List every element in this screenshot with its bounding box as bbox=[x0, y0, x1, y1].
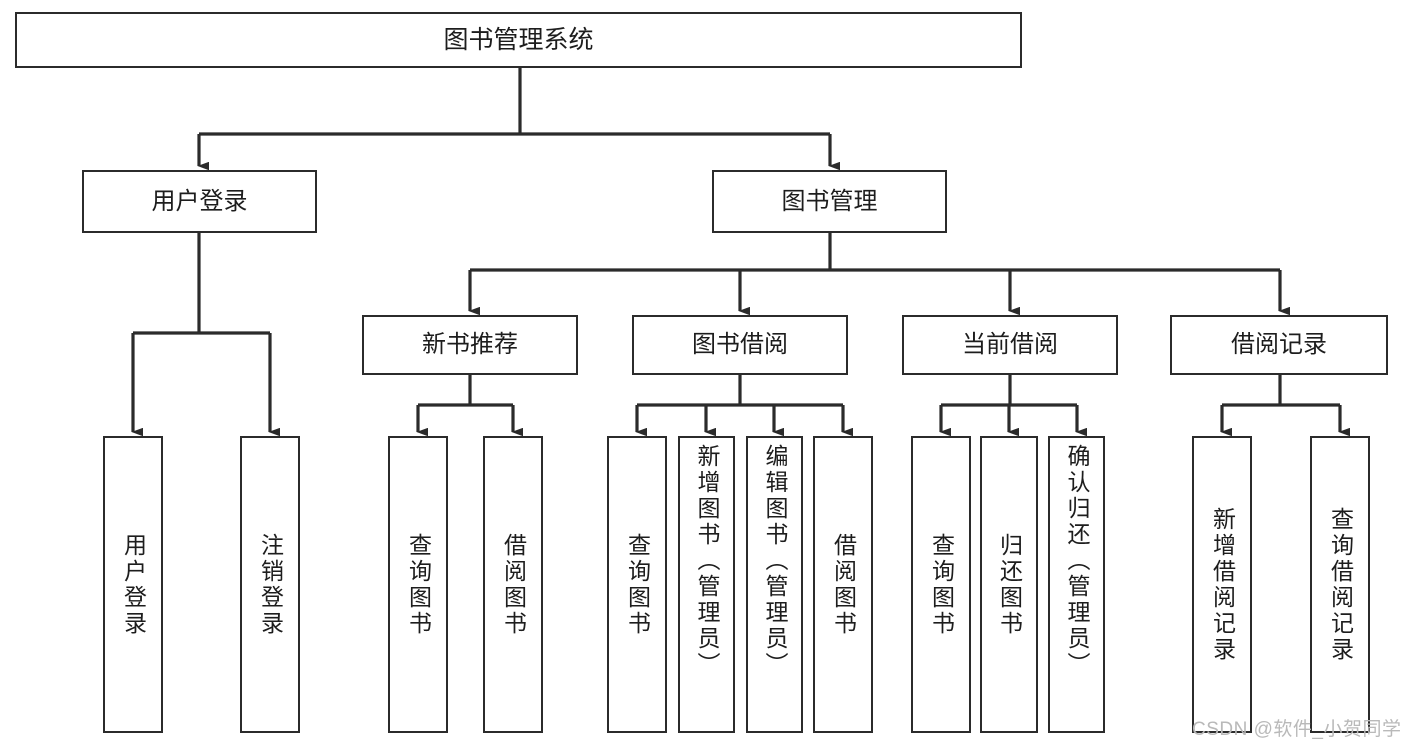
node-leaf-user-login-label: 用户登录 bbox=[120, 532, 147, 637]
node-user-login-label: 用户登录 bbox=[151, 187, 248, 215]
watermark: CSDN @软件_小贺同学 bbox=[1192, 719, 1402, 740]
node-leaf-confirm-return[interactable]: 确认归还（管理员） bbox=[1048, 436, 1105, 733]
node-leaf-borrow-book-b-label: 借阅图书 bbox=[830, 532, 857, 637]
node-leaf-edit-book[interactable]: 编辑图书（管理员） bbox=[746, 436, 803, 733]
node-borrow-record[interactable]: 借阅记录 bbox=[1170, 315, 1388, 375]
node-leaf-logout-label: 注销登录 bbox=[257, 532, 284, 637]
node-leaf-borrow-book-a[interactable]: 借阅图书 bbox=[483, 436, 543, 733]
node-leaf-add-book-label: 新增图书（管理员） bbox=[694, 444, 720, 678]
node-book-borrow-label: 图书借阅 bbox=[692, 331, 788, 359]
node-leaf-return-book[interactable]: 归还图书 bbox=[980, 436, 1038, 733]
node-root[interactable]: 图书管理系统 bbox=[15, 12, 1022, 68]
node-leaf-query-book-a-label: 查询图书 bbox=[405, 532, 432, 637]
node-borrow-record-label: 借阅记录 bbox=[1231, 331, 1327, 359]
node-leaf-query-book-a[interactable]: 查询图书 bbox=[388, 436, 448, 733]
node-leaf-query-record[interactable]: 查询借阅记录 bbox=[1310, 436, 1370, 733]
node-new-book-rec-label: 新书推荐 bbox=[422, 331, 518, 359]
node-current-borrow-label: 当前借阅 bbox=[962, 331, 1058, 359]
node-leaf-add-record-label: 新增借阅记录 bbox=[1209, 506, 1236, 663]
node-leaf-add-book[interactable]: 新增图书（管理员） bbox=[678, 436, 735, 733]
node-leaf-borrow-book-b[interactable]: 借阅图书 bbox=[813, 436, 873, 733]
node-leaf-confirm-return-label: 确认归还（管理员） bbox=[1064, 444, 1090, 678]
node-leaf-query-book-c-label: 查询图书 bbox=[928, 532, 955, 637]
node-leaf-return-book-label: 归还图书 bbox=[996, 532, 1023, 637]
node-leaf-edit-book-label: 编辑图书（管理员） bbox=[762, 444, 788, 678]
node-user-login[interactable]: 用户登录 bbox=[82, 170, 317, 233]
node-leaf-borrow-book-a-label: 借阅图书 bbox=[500, 532, 527, 637]
node-book-manage-label: 图书管理 bbox=[781, 187, 878, 215]
node-book-manage[interactable]: 图书管理 bbox=[712, 170, 947, 233]
node-leaf-user-login[interactable]: 用户登录 bbox=[103, 436, 163, 733]
node-new-book-rec[interactable]: 新书推荐 bbox=[362, 315, 578, 375]
node-leaf-logout[interactable]: 注销登录 bbox=[240, 436, 300, 733]
node-leaf-query-book-c[interactable]: 查询图书 bbox=[911, 436, 971, 733]
node-leaf-query-record-label: 查询借阅记录 bbox=[1327, 506, 1354, 663]
node-current-borrow[interactable]: 当前借阅 bbox=[902, 315, 1118, 375]
node-leaf-add-record[interactable]: 新增借阅记录 bbox=[1192, 436, 1252, 733]
node-leaf-query-book-b-label: 查询图书 bbox=[624, 532, 651, 637]
node-leaf-query-book-b[interactable]: 查询图书 bbox=[607, 436, 667, 733]
node-root-label: 图书管理系统 bbox=[443, 25, 594, 54]
node-book-borrow[interactable]: 图书借阅 bbox=[632, 315, 848, 375]
